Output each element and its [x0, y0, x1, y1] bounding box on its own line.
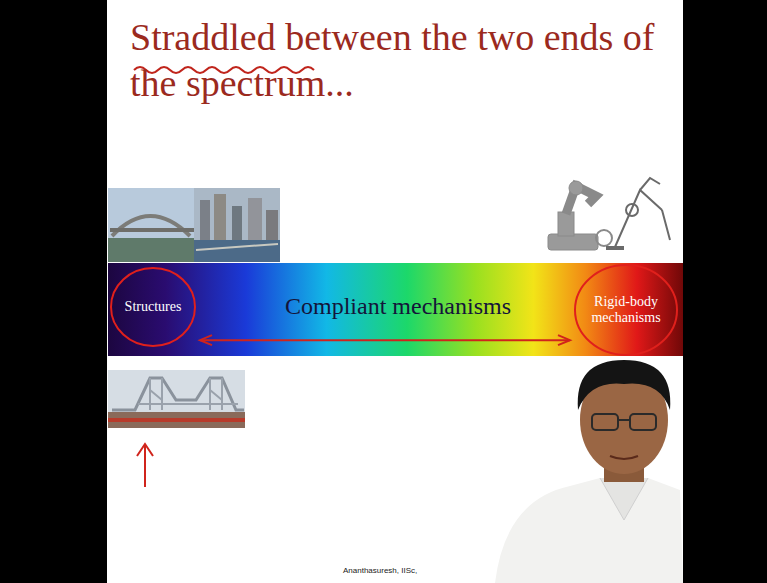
presenter-figure	[495, 360, 683, 583]
end-label: Structures	[118, 299, 188, 315]
arrow-head	[558, 335, 570, 345]
side-bar	[0, 0, 107, 583]
slide-title: Straddled between the two ends of the sp…	[130, 14, 690, 106]
double-arrow	[200, 335, 570, 345]
circled-label: Structures	[110, 267, 196, 347]
band-label: Compliant mechanisms	[285, 293, 511, 320]
annotation-arrow	[137, 444, 153, 487]
annotation-circle	[111, 268, 195, 346]
bridge-photo	[108, 188, 280, 262]
footer-credit: Ananthasuresh, IISc,	[343, 566, 417, 575]
arrow-line	[200, 339, 570, 341]
annotation-circle	[575, 265, 677, 355]
circled-label: Rigid-body mechanisms	[574, 264, 678, 356]
howrah-bridge-photo	[108, 370, 245, 428]
spectrum-gradient	[108, 263, 683, 356]
spectrum-band: Compliant mechanisms Structures Rigid-body…	[108, 263, 683, 356]
end-label: Rigid-body mechanisms	[584, 294, 668, 326]
side-bar	[683, 0, 767, 583]
arrow-head	[200, 335, 212, 345]
robot-icons	[548, 178, 670, 250]
